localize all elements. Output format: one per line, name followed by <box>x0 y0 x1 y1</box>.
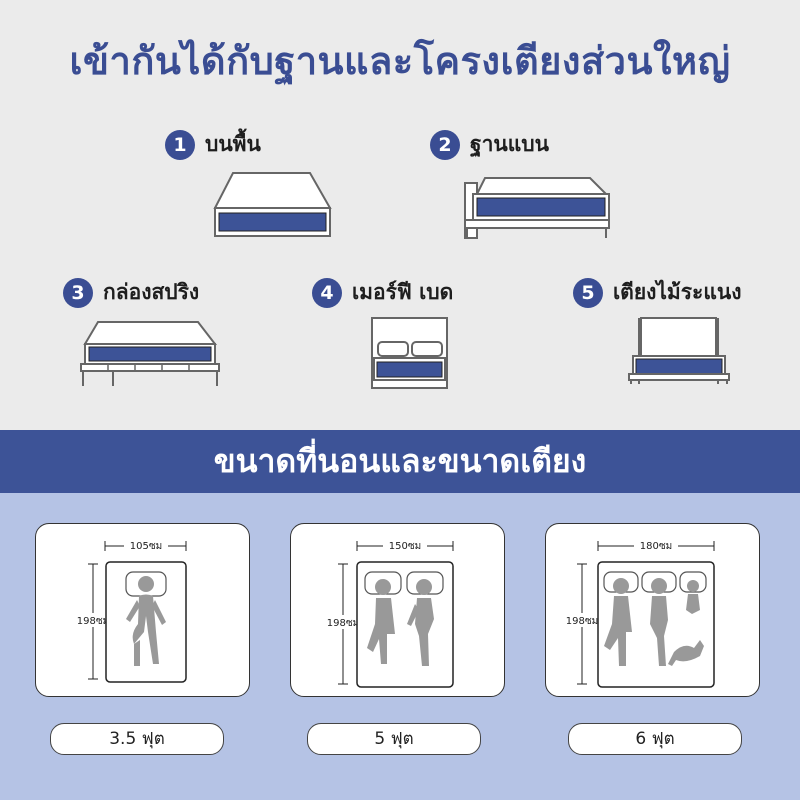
base-option-box-spring: 3 กล่องสปริง <box>63 276 283 426</box>
size-label-6ft: 6 ฟุต <box>568 723 742 755</box>
size-label-5ft: 5 ฟุต <box>307 723 481 755</box>
sizes-title: ขนาดที่นอนและขนาดเตียง <box>213 442 587 480</box>
width-dimension: 150ซม <box>389 541 421 552</box>
floor-mattress-icon <box>213 172 332 237</box>
size-label-3-5ft: 3.5 ฟุต <box>50 723 224 755</box>
two-sleepers-diagram: 150ซม 198ซม <box>326 538 454 688</box>
single-sleeper-diagram: 105ซม 198ซม <box>76 538 187 683</box>
number-badge: 1 <box>165 129 195 160</box>
base-label: 5 เตียงไม้ระแนง <box>573 276 741 309</box>
width-dimension: 180ซม <box>640 541 672 552</box>
base-option-slatted: 5 เตียงไม้ระแนง <box>573 276 793 426</box>
number-badge: 3 <box>63 277 93 308</box>
base-option-floor: 1 บนพื้น <box>165 128 385 278</box>
number-badge: 2 <box>430 129 460 160</box>
page-title: เข้ากันได้กับฐานและโครงเตียงส่วนใหญ่ <box>69 39 731 83</box>
size-card-5ft: 150ซม 198ซม <box>290 523 505 697</box>
number-badge: 4 <box>312 277 342 308</box>
length-dimension: 198ซม <box>327 618 359 629</box>
base-option-flat: 2 ฐานแบน <box>430 128 650 278</box>
number-badge: 5 <box>573 277 603 308</box>
base-label: 4 เมอร์ฟี เบด <box>312 276 453 309</box>
base-label: 1 บนพื้น <box>165 128 261 161</box>
compatibility-section: เข้ากันได้กับฐานและโครงเตียงส่วนใหญ่ 1 บ… <box>63 39 793 426</box>
base-name: ฐานแบน <box>470 132 549 156</box>
base-label: 3 กล่องสปริง <box>63 276 199 309</box>
base-name: เตียงไม้ระแนง <box>613 280 742 304</box>
flat-base-bed-icon <box>464 177 610 239</box>
size-card-6ft: 180ซม 198ซม <box>545 523 760 697</box>
slatted-bed-icon <box>628 317 730 384</box>
murphy-bed-icon <box>371 317 448 389</box>
base-name: บนพื้น <box>205 132 261 156</box>
length-dimension: 198ซม <box>566 616 598 627</box>
size-card-3-5ft: 105ซม 198ซม <box>35 523 250 697</box>
length-dimension: 198ซม <box>77 616 109 627</box>
base-name: เมอร์ฟี เบด <box>352 280 454 304</box>
sizes-section: 105ซม 198ซม 3.5 ฟุต 150ซม <box>0 493 800 800</box>
base-label: 2 ฐานแบน <box>430 128 549 161</box>
base-option-murphy: 4 เมอร์ฟี เบด <box>312 276 532 426</box>
family-sleepers-diagram: 180ซม 198ซม <box>565 538 715 688</box>
sizes-banner: ขนาดที่นอนและขนาดเตียง <box>0 430 800 493</box>
width-dimension: 105ซม <box>130 541 162 552</box>
base-name: กล่องสปริง <box>103 280 200 304</box>
box-spring-bed-icon <box>80 321 220 386</box>
